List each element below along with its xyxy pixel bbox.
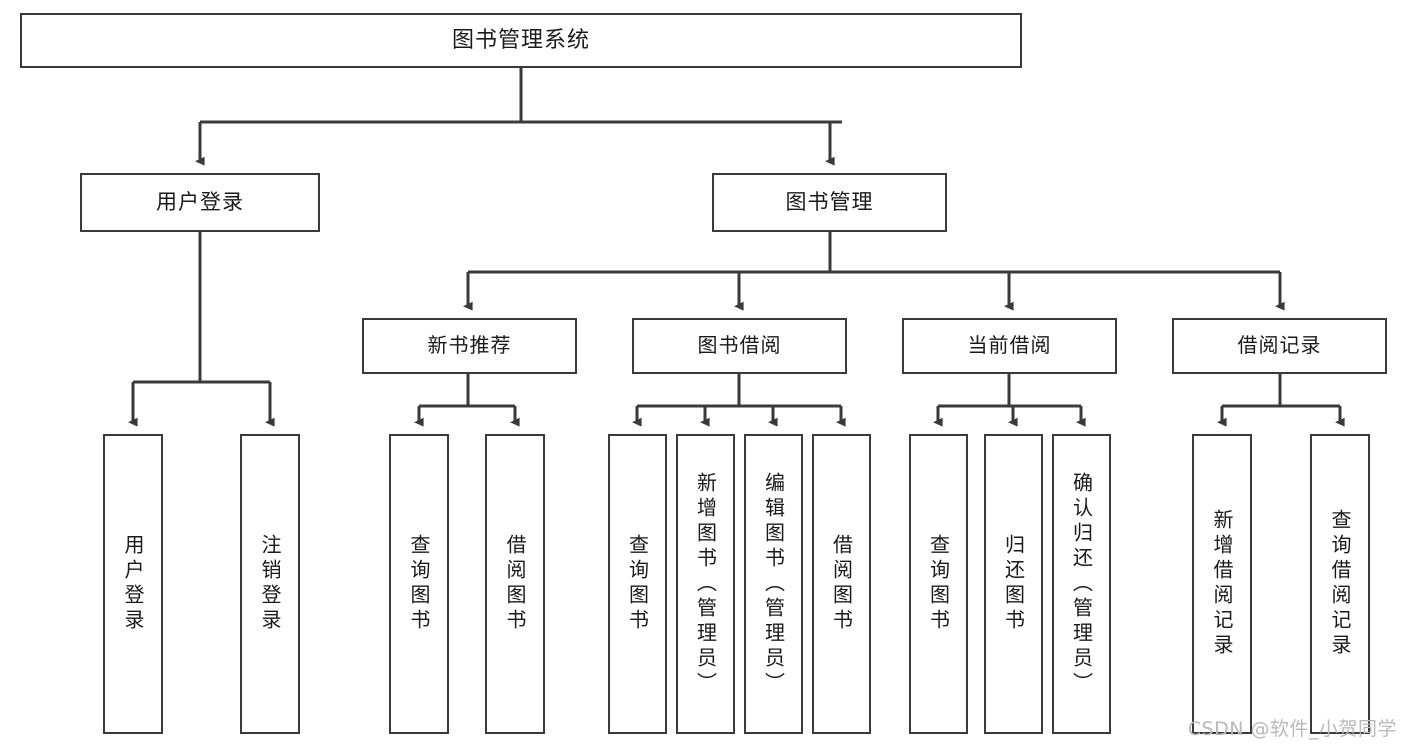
node-root-label: 图书管理系统	[451, 27, 590, 53]
node-leaf-query-book-3[interactable]: 查询图书	[909, 434, 968, 734]
node-book-manage-label: 图书管理	[785, 190, 874, 215]
node-leaf-logout[interactable]: 注销登录	[240, 434, 300, 734]
node-leaf-borrow-book-2[interactable]: 借阅图书	[812, 434, 871, 734]
node-leaf-logout-label: 注销登录	[258, 534, 282, 634]
node-book-borrow-label: 图书借阅	[697, 333, 782, 358]
node-book-manage[interactable]: 图书管理	[712, 173, 947, 232]
node-leaf-return-book[interactable]: 归还图书	[984, 434, 1043, 734]
node-leaf-query-book-1-label: 查询图书	[407, 534, 431, 634]
node-leaf-borrow-book-1-label: 借阅图书	[503, 534, 527, 634]
node-leaf-borrow-book-1[interactable]: 借阅图书	[485, 434, 545, 734]
node-borrow-record[interactable]: 借阅记录	[1172, 318, 1387, 374]
node-leaf-confirm-return-label: 确认归还（管理员）	[1069, 471, 1094, 697]
node-leaf-return-book-label: 归还图书	[1001, 534, 1026, 634]
node-current-borrow-label: 当前借阅	[967, 333, 1052, 358]
node-leaf-confirm-return[interactable]: 确认归还（管理员）	[1052, 434, 1111, 734]
node-leaf-query-record[interactable]: 查询借阅记录	[1310, 434, 1370, 734]
node-leaf-add-record-label: 新增借阅记录	[1210, 509, 1234, 659]
node-new-book-rec[interactable]: 新书推荐	[362, 318, 577, 374]
node-leaf-edit-book-label: 编辑图书（管理员）	[761, 471, 786, 697]
node-leaf-add-book-label: 新增图书（管理员）	[693, 471, 718, 697]
node-leaf-query-book-1[interactable]: 查询图书	[389, 434, 449, 734]
node-new-book-rec-label: 新书推荐	[427, 333, 512, 358]
node-current-borrow[interactable]: 当前借阅	[902, 318, 1117, 374]
node-user-login[interactable]: 用户登录	[80, 173, 320, 232]
node-leaf-add-book[interactable]: 新增图书（管理员）	[676, 434, 735, 734]
node-leaf-query-book-3-label: 查询图书	[926, 534, 951, 634]
node-root[interactable]: 图书管理系统	[20, 13, 1022, 68]
watermark: CSDN @软件_小贺同学	[1187, 718, 1397, 740]
node-borrow-record-label: 借阅记录	[1237, 333, 1322, 358]
node-leaf-borrow-book-2-label: 借阅图书	[829, 534, 854, 634]
node-leaf-add-record[interactable]: 新增借阅记录	[1192, 434, 1252, 734]
node-leaf-user-login[interactable]: 用户登录	[103, 434, 163, 734]
node-user-login-label: 用户登录	[156, 190, 244, 215]
node-leaf-query-book-2-label: 查询图书	[625, 534, 650, 634]
node-leaf-query-book-2[interactable]: 查询图书	[608, 434, 667, 734]
node-leaf-query-record-label: 查询借阅记录	[1328, 509, 1352, 659]
node-book-borrow[interactable]: 图书借阅	[632, 318, 847, 374]
node-leaf-user-login-label: 用户登录	[121, 534, 145, 634]
node-leaf-edit-book[interactable]: 编辑图书（管理员）	[744, 434, 803, 734]
